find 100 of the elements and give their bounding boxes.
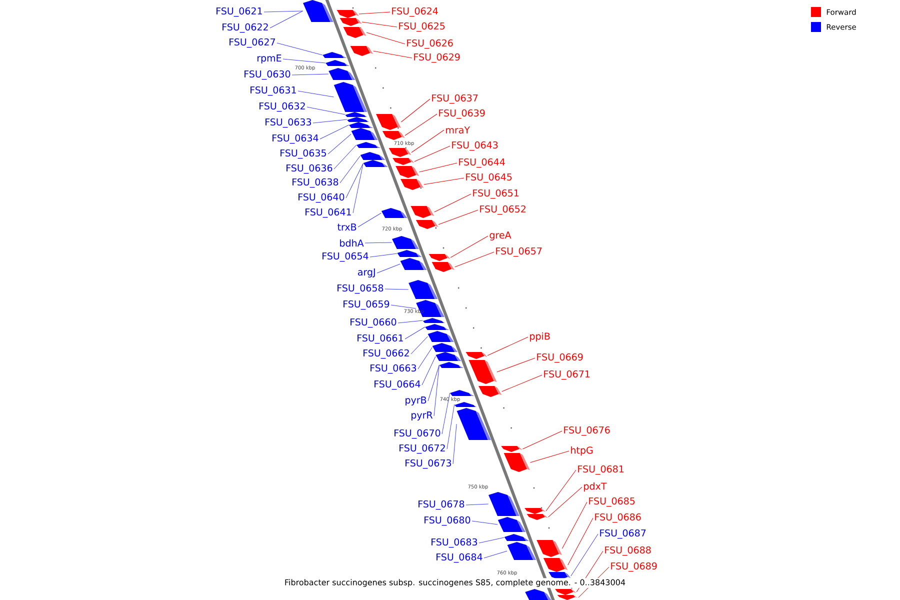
gene-label: FSU_0637 bbox=[432, 94, 478, 104]
leader-line bbox=[390, 304, 416, 309]
gene-label: FSU_0662 bbox=[364, 349, 409, 359]
leader-line bbox=[270, 10, 303, 28]
gene-label: FSU_0629 bbox=[414, 53, 460, 63]
caption: Fibrobacter succinogenes subsp. succinogenes S85, complete genome. - 0..3843004 bbox=[283, 578, 627, 588]
gene-label: mraY bbox=[446, 126, 470, 134]
gene-block bbox=[488, 492, 520, 516]
gene-block bbox=[525, 589, 552, 600]
gene-label: FSU_0685 bbox=[589, 497, 635, 507]
gene-label: htpG bbox=[571, 446, 593, 456]
gene-block bbox=[555, 589, 576, 595]
leader-line bbox=[358, 12, 390, 14]
gene-block bbox=[381, 208, 408, 218]
gene-block bbox=[498, 517, 526, 532]
gene-label: FSU_0689 bbox=[611, 562, 657, 572]
gene-block bbox=[425, 324, 450, 330]
gene-label: rpmE bbox=[257, 54, 282, 64]
leader-line bbox=[422, 356, 436, 386]
gene-block bbox=[454, 402, 478, 407]
gene-label: FSU_0672 bbox=[400, 444, 445, 454]
leader-line bbox=[320, 124, 349, 140]
leader-line bbox=[548, 486, 582, 518]
gene-label: FSU_0625 bbox=[399, 22, 445, 32]
leader-line bbox=[276, 42, 323, 56]
gene-label: FSU_0645 bbox=[466, 173, 512, 183]
gene-block bbox=[422, 318, 447, 323]
gene-label: FSU_0684 bbox=[436, 553, 482, 563]
gene-label: FSU_0680 bbox=[424, 516, 470, 526]
gene-label: greA bbox=[490, 232, 512, 240]
gene-block bbox=[392, 158, 414, 165]
leader-line bbox=[306, 106, 346, 115]
gene-block bbox=[388, 148, 412, 157]
gene-block bbox=[548, 572, 571, 580]
leader-line bbox=[424, 178, 464, 185]
gene-label: FSU_0631 bbox=[250, 86, 296, 96]
leader-line bbox=[472, 520, 498, 525]
leader-line bbox=[404, 326, 426, 340]
gene-block bbox=[345, 112, 370, 117]
leader-line bbox=[410, 336, 428, 354]
leader-line bbox=[398, 320, 423, 324]
gene-block bbox=[524, 508, 546, 514]
gene-block bbox=[416, 220, 438, 229]
gene-label: FSU_0673 bbox=[406, 459, 452, 469]
leader-line bbox=[450, 236, 488, 258]
gene-label: FSU_0644 bbox=[459, 158, 505, 168]
gene-label: FSU_0634 bbox=[272, 134, 318, 144]
gene-block bbox=[356, 142, 381, 148]
gene-block bbox=[543, 558, 568, 572]
leader-line bbox=[446, 404, 455, 450]
gene-label: FSU_0687 bbox=[600, 529, 646, 539]
gene-label: FSU_0664 bbox=[374, 380, 420, 390]
gene-block bbox=[397, 250, 422, 257]
gene-block bbox=[440, 362, 464, 368]
gene-label: pdxT bbox=[584, 482, 607, 492]
leader-line bbox=[292, 74, 329, 76]
leader-line bbox=[419, 162, 458, 172]
gene-label: FSU_0686 bbox=[595, 513, 641, 523]
gene-label: FSU_0636 bbox=[286, 164, 332, 174]
gene-label: FSU_0658 bbox=[338, 284, 384, 294]
gene-label: trxB bbox=[338, 224, 356, 230]
gene-block bbox=[478, 386, 502, 397]
gene-label: FSU_0670 bbox=[394, 429, 440, 439]
gene-block bbox=[557, 595, 578, 600]
leader-line bbox=[478, 537, 504, 544]
leader-line bbox=[362, 22, 398, 28]
leader-line bbox=[340, 156, 360, 184]
gene-label: FSU_0652 bbox=[480, 205, 526, 215]
gene-block bbox=[303, 0, 334, 22]
gene-label: FSU_0681 bbox=[578, 465, 624, 475]
gene-label: FSU_0660 bbox=[350, 318, 396, 328]
leader-line bbox=[364, 242, 392, 244]
gene-block bbox=[363, 160, 388, 167]
gene-label: FSU_0654 bbox=[322, 252, 368, 262]
leader-line bbox=[264, 10, 303, 12]
leader-line bbox=[428, 364, 440, 402]
gene-label: FSU_0633 bbox=[266, 118, 312, 128]
gene-label: FSU_0641 bbox=[306, 208, 351, 218]
leader-line bbox=[434, 194, 472, 212]
gene-label: FSU_0622 bbox=[222, 23, 268, 33]
gene-block bbox=[536, 540, 562, 557]
gene-block bbox=[360, 152, 386, 160]
gene-label: bdhA bbox=[340, 239, 364, 247]
leader-line bbox=[370, 253, 398, 258]
gene-label: FSU_0671 bbox=[544, 370, 590, 380]
leader-line bbox=[411, 130, 444, 153]
gene-label: FSU_0678 bbox=[418, 500, 464, 510]
gene-label: FSU_0635 bbox=[280, 149, 326, 159]
gene-block bbox=[428, 254, 450, 261]
gene-block bbox=[343, 27, 366, 38]
leader-line bbox=[434, 364, 440, 416]
leader-line bbox=[414, 146, 450, 162]
leader-line bbox=[466, 504, 489, 506]
gene-block bbox=[350, 46, 374, 56]
gene-label: FSU_0657 bbox=[496, 247, 542, 257]
gene-block bbox=[450, 390, 474, 396]
gene-label: FSU_0651 bbox=[473, 189, 519, 199]
gene-block bbox=[349, 122, 374, 128]
gene-label: FSU_0663 bbox=[370, 364, 416, 374]
gene-label: argJ bbox=[358, 268, 375, 278]
